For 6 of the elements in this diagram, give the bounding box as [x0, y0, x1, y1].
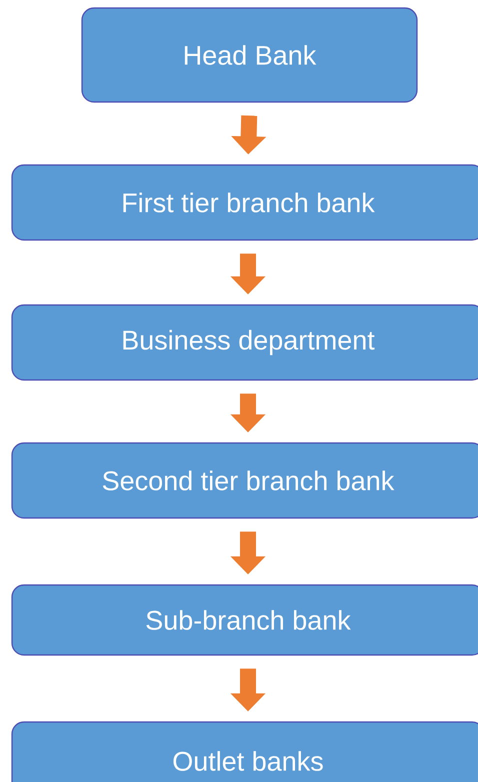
process-box: Business department: [11, 304, 478, 381]
process-box: Outlet banks: [11, 721, 478, 782]
process-box: Head Bank: [81, 7, 418, 103]
process-box: Second tier branch bank: [11, 442, 478, 519]
process-box: First tier branch bank: [11, 164, 478, 241]
process-box: Sub-branch bank: [11, 584, 478, 656]
